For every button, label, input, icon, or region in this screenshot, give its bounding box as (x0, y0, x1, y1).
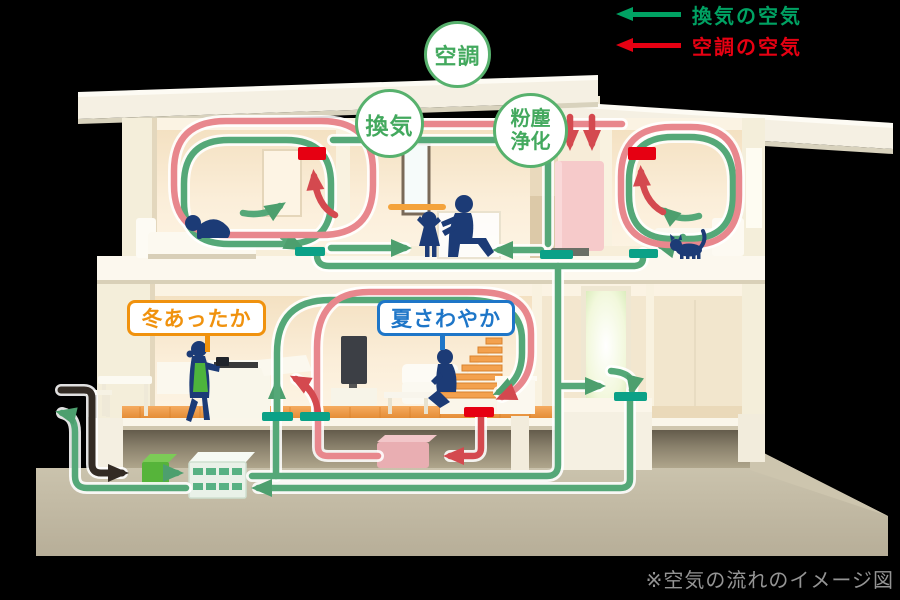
chair (86, 390, 112, 395)
tv (341, 336, 367, 384)
foundation-piers (95, 412, 765, 470)
red-vent-living (464, 407, 494, 417)
toddler-girl (417, 211, 441, 257)
kitchen-back-cabinet (157, 362, 191, 394)
badge-air-conditioning: 空調 (424, 21, 491, 88)
ventilation-flow (55, 133, 737, 497)
callout-winter-warm: 冬あったか (127, 300, 266, 336)
underfloor-supply-red (314, 415, 382, 460)
equipment (142, 161, 604, 499)
badge-label: 換気 (365, 112, 414, 139)
pier-left (95, 418, 123, 470)
image-caption: ※空気の流れのイメージ図 (645, 570, 894, 592)
1f-wall-divider-2 (646, 284, 654, 420)
1f-right-wall (742, 284, 765, 420)
entrance-foundation (560, 412, 652, 470)
air-handling-unit (555, 161, 604, 251)
handrail (388, 204, 446, 210)
father-kneeling (441, 195, 494, 257)
callout-pointer (440, 336, 445, 350)
1f-red-loop (313, 288, 535, 415)
filter-unit (188, 461, 247, 499)
intake-fan-unit (142, 462, 169, 484)
callout-label: 夏さわやか (391, 308, 501, 331)
teal-vent-entrance (614, 392, 647, 401)
red-vent-2f-right (628, 147, 656, 160)
exhaust-line (55, 407, 190, 492)
hall-window (401, 142, 431, 216)
kitchen-red-arrow (289, 375, 322, 417)
badge-label: 空調 (434, 43, 481, 69)
legend-conditioned-air: 空調の空気 (616, 33, 802, 59)
callout-summer-fresh: 夏さわやか (377, 300, 515, 336)
1f-slab-face (97, 418, 765, 428)
teal-vent-2f-center (540, 250, 573, 259)
pier-right (738, 414, 765, 462)
arrow-left-icon (616, 7, 682, 21)
cat (670, 229, 707, 259)
entrance-arrow-down (607, 367, 644, 397)
coffee-table (384, 392, 432, 398)
callout-label: 冬あったか (141, 308, 252, 331)
callout-pointer (205, 336, 210, 352)
pier-middle (511, 416, 529, 470)
man-on-sofa (428, 349, 457, 408)
teal-vent-2f-right (629, 249, 658, 258)
badge-ventilation: 換気 (355, 89, 424, 158)
red-vent-2f-left (298, 147, 326, 160)
main-downpipe (248, 262, 562, 480)
legend-label: 換気の空気 (692, 5, 802, 28)
arrow-left-icon (616, 38, 682, 52)
people (185, 195, 707, 422)
underfloor-ac-unit (377, 442, 429, 468)
sub-slab-collector (313, 249, 647, 270)
2f-right-window (746, 148, 762, 228)
kitchen-island (208, 368, 270, 418)
woman-cooking (186, 341, 229, 422)
legend-ventilation-air: 換気の空気 (616, 2, 802, 28)
cooktop (214, 362, 258, 368)
baby-on-bed (185, 215, 231, 239)
green-arrow (239, 202, 286, 222)
red-arrow-up (632, 165, 667, 216)
green-arrow (659, 206, 703, 227)
ground-top-right (750, 446, 888, 516)
left-roof (78, 80, 598, 119)
teal-vent-kitchen-2 (300, 412, 330, 421)
legend-label: 空調の空気 (692, 36, 802, 59)
2f-wall-divider-1 (336, 118, 350, 258)
stairs (439, 337, 503, 399)
dining-table (98, 376, 152, 384)
teal-vent-kitchen-1 (262, 412, 293, 421)
teal-vent-2f-left (295, 247, 325, 256)
underfloor-return-red (443, 411, 485, 465)
2f-right-green-loop (625, 133, 737, 243)
1f-right-floor (646, 406, 742, 420)
red-arrow-up (306, 169, 339, 219)
tv-stand (331, 388, 377, 406)
filter-cells (193, 468, 242, 490)
fresh-air-intake-pipe (57, 386, 129, 482)
badge-label: 粉塵浄化 (510, 108, 551, 153)
return-line (251, 393, 634, 497)
apron (193, 363, 208, 392)
vents (262, 147, 658, 421)
badge-dust-purification: 粉塵浄化 (493, 93, 568, 168)
